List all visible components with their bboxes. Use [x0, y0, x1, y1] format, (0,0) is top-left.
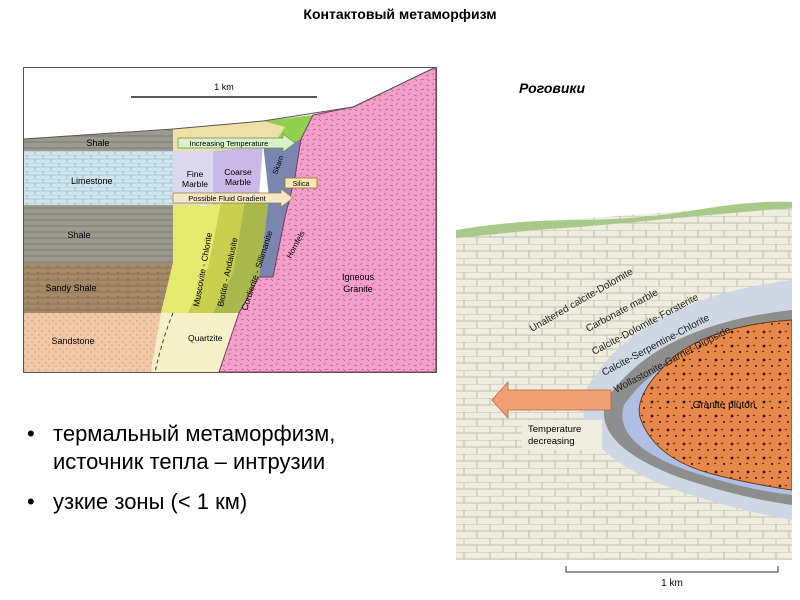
bullet-text: термальный метаморфизм, источник тепла –…: [53, 421, 336, 474]
temperature-arrow: [177, 133, 296, 153]
label-shale-top: Shale: [86, 138, 109, 148]
zone-biotite-andalusite: [188, 201, 245, 313]
layer-shale-top: [24, 127, 213, 151]
bullet-text: узкие зоны (< 1 км): [53, 489, 248, 514]
scale-label-right: 1 km: [661, 578, 683, 589]
zone-quartzite: [151, 313, 239, 372]
label-silica: Silica: [293, 181, 310, 188]
quartzite-boundary: [154, 312, 174, 373]
bullet-dot: •: [27, 489, 35, 514]
scale-label-left: 1 km: [214, 82, 234, 92]
ground-surface: [23, 66, 437, 140]
label-sandy-shale: Sandy Shale: [45, 283, 96, 293]
label-fluid-arrow: Possible Fluid Gradient: [188, 194, 266, 203]
silica-box: [284, 177, 318, 189]
bullet-item: • термальный метаморфизм, источник тепла…: [27, 420, 417, 476]
hornfels-svg: Unaltered calcite-Dolomite Carbonate mar…: [456, 160, 792, 589]
label-granite-1: Igneous: [342, 272, 375, 282]
temperature-decreasing-arrow: [491, 380, 612, 420]
granite-pluton: [638, 319, 792, 491]
fluid-gradient-arrow: [172, 188, 294, 208]
label-quartzite: Quartzite: [188, 333, 223, 343]
label-granite-pluton: Granite pluton: [693, 400, 756, 411]
bullet-item: • узкие зоны (< 1 км): [27, 488, 417, 516]
zone-coarse-marble: [213, 143, 263, 205]
label-fine-marble-1: Fine: [187, 169, 204, 179]
sky: [456, 160, 792, 230]
label-temperature-arrow: Increasing Temperature: [190, 139, 269, 148]
vegetation-strip: [456, 201, 792, 238]
page-title: Контактовый метаморфизм: [303, 6, 497, 22]
layer-sandstone: [24, 313, 161, 372]
label-granite-2: Granite: [343, 284, 373, 294]
right-diagram-title: Роговики: [519, 80, 586, 96]
layer-sandy-shale: [24, 263, 173, 313]
label-sandstone: Sandstone: [51, 336, 94, 346]
contact-aureole-svg: 1 km Shale Limestone Shale Sandy Shale S…: [23, 66, 437, 373]
scale-bar-right: [565, 566, 779, 573]
label-coarse-marble-1: Coarse: [224, 167, 252, 177]
zone-fine-marble: [173, 151, 213, 205]
zone-hornfels: [259, 139, 301, 277]
zone-muscovite-chlorite: [173, 203, 221, 313]
layer-limestone: [24, 151, 213, 205]
label-coarse-marble-2: Marble: [225, 177, 251, 187]
hornfels-diagram: Unaltered calcite-Dolomite Carbonate mar…: [456, 160, 792, 599]
layer-shale-mid: [24, 205, 173, 263]
arrow-label-bg: [522, 420, 602, 450]
label-shale-mid: Shale: [67, 230, 90, 240]
label-arrow-1: Temperature: [528, 424, 581, 435]
label-limestone: Limestone: [71, 176, 113, 186]
label-arrow-2: decreasing: [528, 436, 574, 447]
contact-aureole-diagram: 1 km Shale Limestone Shale Sandy Shale S…: [23, 66, 437, 378]
bullet-list: • термальный метаморфизм, источник тепла…: [27, 420, 417, 528]
label-fine-marble-2: Marble: [182, 179, 208, 189]
bullet-dot: •: [27, 421, 35, 446]
